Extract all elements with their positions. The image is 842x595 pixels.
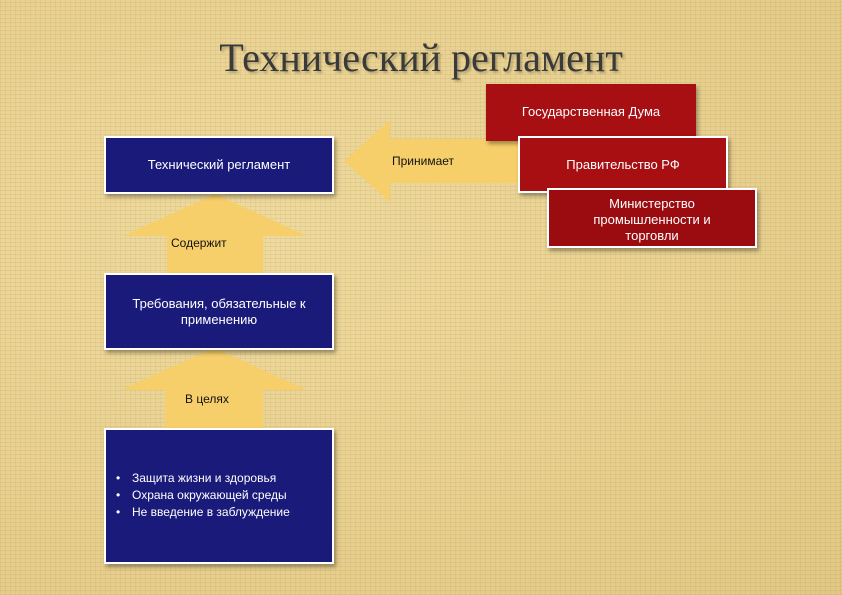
regulation-box-label: Технический регламент	[147, 157, 291, 172]
regulation-box: Технический регламент	[104, 136, 334, 194]
ministry-box-label: Министерство промышленности и торговли	[593, 196, 711, 243]
goals-list: Защита жизни и здоровья Охрана окружающе…	[116, 470, 332, 521]
adopts-arrow-label: Принимает	[392, 154, 455, 168]
slide-title: Технический регламент	[219, 35, 623, 80]
requirements-box: Требования, обязательные к применению	[104, 273, 334, 350]
ministry-box: Министерство промышленности и торговли	[547, 188, 757, 248]
government-box: Правительство РФ	[518, 136, 728, 193]
adopts-arrow	[344, 120, 520, 202]
purpose-arrow	[121, 348, 307, 432]
goal-item: Не введение в заблуждение	[116, 504, 332, 521]
duma-box-label: Государственная Дума	[521, 104, 661, 119]
contains-arrow-label: Содержит	[171, 236, 227, 250]
contains-arrow	[123, 194, 307, 276]
goal-item: Защита жизни и здоровья	[116, 470, 332, 487]
purpose-arrow-label: В целях	[185, 392, 229, 406]
goal-item: Охрана окружающей среды	[116, 487, 332, 504]
duma-box: Государственная Дума	[486, 84, 696, 141]
government-box-label: Правительство РФ	[566, 156, 680, 172]
requirements-box-label: Требования, обязательные к применению	[132, 295, 306, 327]
goals-box: Защита жизни и здоровья Охрана окружающе…	[104, 428, 334, 564]
